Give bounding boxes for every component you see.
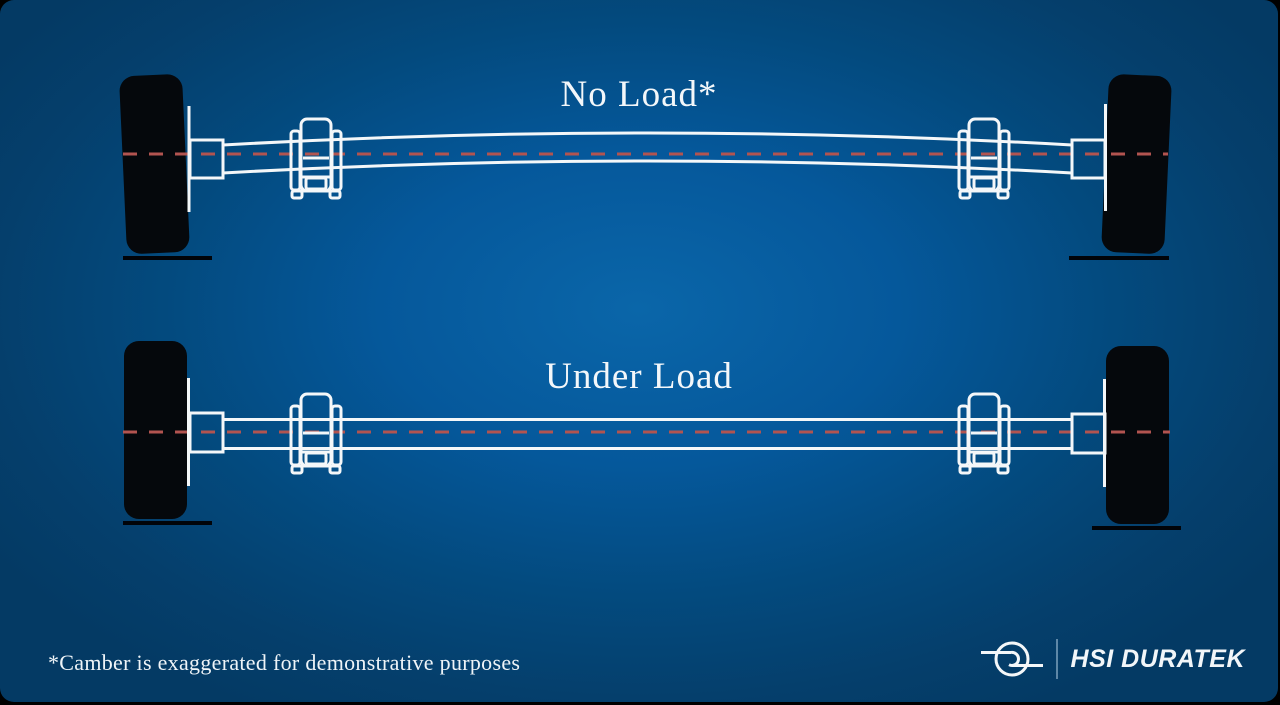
no-load-diagram: [119, 74, 1172, 260]
ground-line-left: [123, 521, 212, 525]
brand-name: HSI DURATEK: [1070, 644, 1245, 673]
hub-left: [188, 411, 225, 454]
spring-hanger-left: [289, 117, 343, 200]
spring-hanger-right: [957, 392, 1011, 475]
brand-lockup: HSI DURATEK: [980, 637, 1245, 681]
axle-hub-logo-icon: [980, 641, 1043, 677]
tire-left-tilted: [119, 74, 190, 254]
spring-hanger-left: [289, 392, 343, 475]
camber-footnote: *Camber is exaggerated for demonstrative…: [48, 650, 521, 675]
ground-line-right: [1069, 256, 1169, 260]
under-load-title: Under Load: [545, 356, 733, 397]
spring-hanger-right: [957, 117, 1011, 200]
axle-beam-top-edge-cambered: [222, 131, 1073, 147]
hub-right: [1070, 412, 1107, 455]
tire-left-vertical: [124, 341, 187, 519]
tire-right-tilted: [1101, 74, 1172, 254]
tire-right-vertical: [1106, 346, 1169, 524]
no-load-title: No Load*: [560, 74, 718, 115]
hub-right: [1070, 138, 1107, 180]
ground-line-left: [123, 256, 212, 260]
ground-line-right: [1092, 526, 1181, 530]
under-load-diagram: [123, 341, 1181, 530]
hub-left: [188, 138, 225, 180]
axle-beam-bottom-edge-cambered: [222, 159, 1073, 175]
brand-divider: [1055, 639, 1058, 679]
